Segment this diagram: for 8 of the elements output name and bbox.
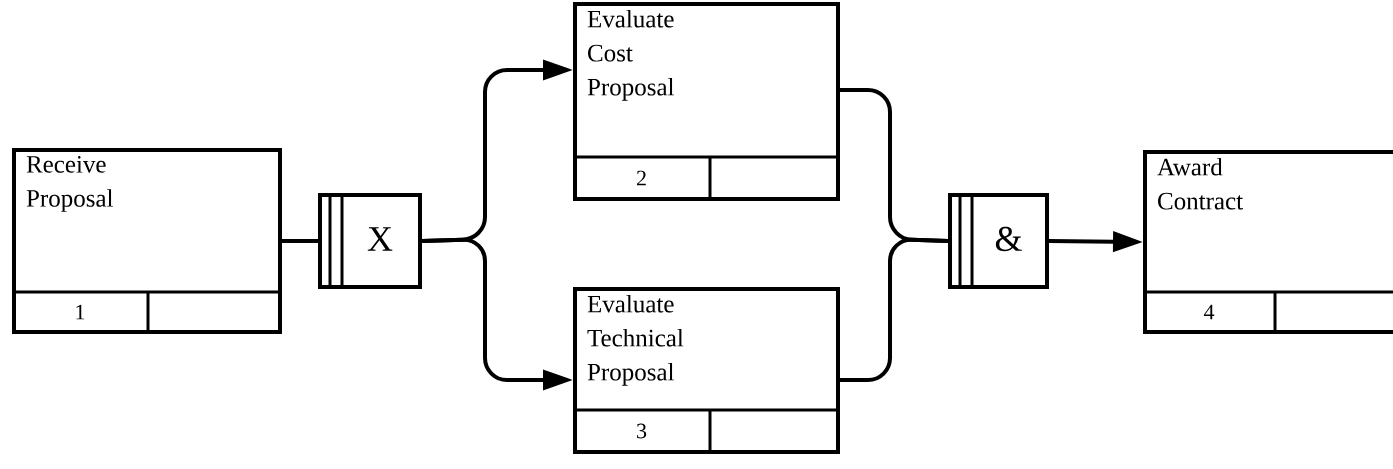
process-box: Evaluate Technical Proposal 3 xyxy=(573,287,840,454)
connector xyxy=(840,237,949,382)
junction-box: & xyxy=(948,193,1049,289)
process-box: Award Contract 4 xyxy=(1143,150,1393,334)
connector xyxy=(282,239,318,243)
process-box: Evaluate Cost Proposal 2 xyxy=(573,2,840,201)
process-box: Receive Proposal 1 xyxy=(12,148,282,334)
junction-box: X xyxy=(318,193,422,289)
